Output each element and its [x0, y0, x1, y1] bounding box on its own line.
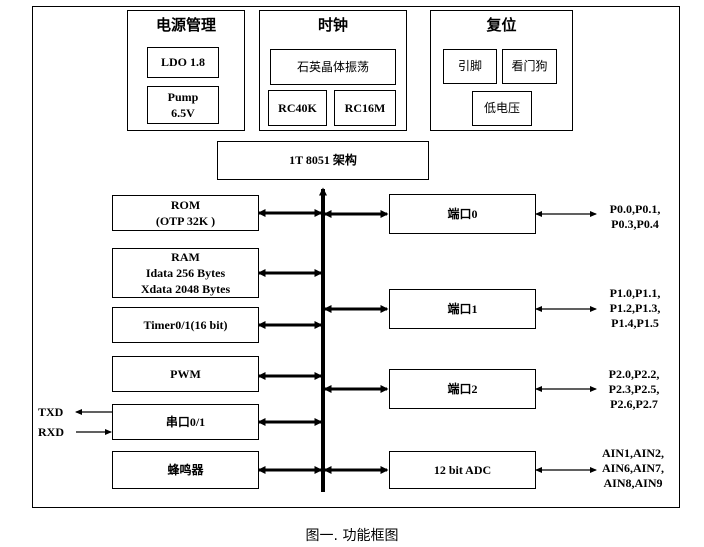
low-voltage-block: 低电压 [472, 91, 532, 126]
adc-pins-label: AIN1,AIN2, AIN6,AIN7, AIN8,AIN9 [601, 446, 664, 490]
pwm-block: PWM [112, 356, 259, 392]
pump-block: Pump 6.5V [147, 86, 219, 124]
power-group-title: 电源管理 [155, 16, 216, 34]
diagram-frame [32, 6, 680, 508]
port1-pins-label: P1.0,P1.1, P1.2,P1.3, P1.4,P1.5 [609, 286, 661, 330]
port1-block: 端口1 [389, 289, 536, 329]
timer-block: Timer0/1(16 bit) [112, 307, 259, 343]
rc40k-block: RC40K [268, 90, 327, 126]
clock-group-title: 时钟 [317, 16, 348, 34]
reset-group-title: 复位 [486, 16, 517, 34]
rc16m-block: RC16M [334, 90, 396, 126]
uart-block: 串口0/1 [112, 404, 259, 440]
buzzer-block: 蜂鸣器 [112, 451, 259, 489]
ram-block: RAM Idata 256 Bytes Xdata 2048 Bytes [112, 248, 259, 298]
crystal-oscillator-block: 石英晶体振荡 [270, 49, 396, 85]
reset-pin-block: 引脚 [443, 49, 497, 84]
adc-block: 12 bit ADC [389, 451, 536, 489]
txd-label: TXD [38, 405, 64, 419]
core-8051-block: 1T 8051 架构 [217, 141, 429, 180]
port0-block: 端口0 [389, 194, 536, 234]
watchdog-block: 看门狗 [502, 49, 557, 84]
figure-caption: 图一. 功能框图 [305, 528, 399, 544]
ldo-block: LDO 1.8 [147, 47, 219, 78]
port0-pins-label: P0.0,P0.1, P0.3,P0.4 [609, 202, 661, 231]
port2-pins-label: P2.0,P2.2, P2.3,P2.5, P2.6,P2.7 [608, 367, 660, 411]
port2-block: 端口2 [389, 369, 536, 409]
rxd-label: RXD [38, 425, 64, 439]
rom-block: ROM (OTP 32K ) [112, 195, 259, 231]
